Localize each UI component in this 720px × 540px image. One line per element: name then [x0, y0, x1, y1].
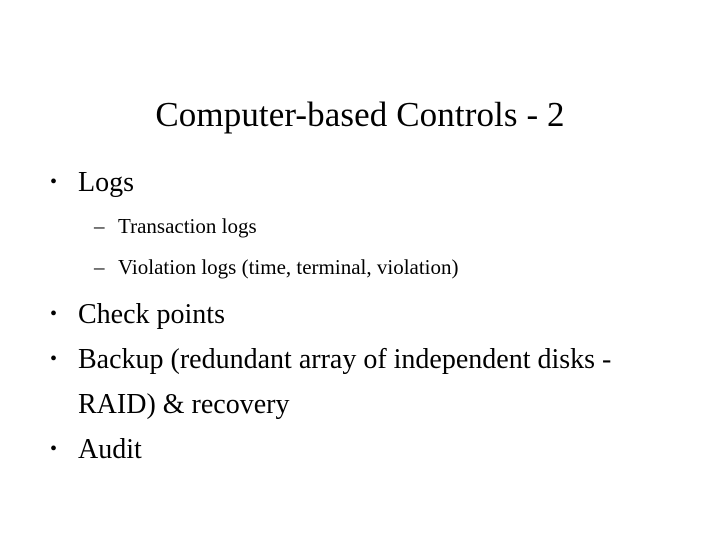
list-item-label: Transaction logs: [118, 214, 257, 238]
list-item: • Check points: [50, 292, 670, 337]
bullet-list: • Logs – Transaction logs – Violation lo…: [50, 160, 670, 472]
list-item: – Violation logs (time, terminal, violat…: [50, 247, 670, 288]
list-item: • Audit: [50, 427, 670, 472]
list-item: • Logs: [50, 160, 670, 205]
list-item-label: Violation logs (time, terminal, violatio…: [118, 255, 459, 279]
list-item: – Transaction logs: [50, 206, 670, 247]
list-item-label: Check points: [78, 299, 225, 330]
list-item: • Backup (redundant array of independent…: [50, 337, 670, 427]
dash-marker-icon: –: [94, 214, 105, 238]
list-item-label: Logs: [78, 167, 134, 198]
dash-marker-icon: –: [94, 255, 105, 279]
page-title: Computer-based Controls - 2: [155, 95, 565, 135]
list-item-label: Backup (redundant array of independent d…: [78, 344, 612, 420]
list-item-label: Audit: [78, 434, 142, 465]
bullet-marker-icon: •: [50, 303, 58, 325]
bullet-marker-icon: •: [50, 438, 58, 460]
bullet-marker-icon: •: [50, 171, 58, 193]
bullet-marker-icon: •: [50, 348, 58, 370]
